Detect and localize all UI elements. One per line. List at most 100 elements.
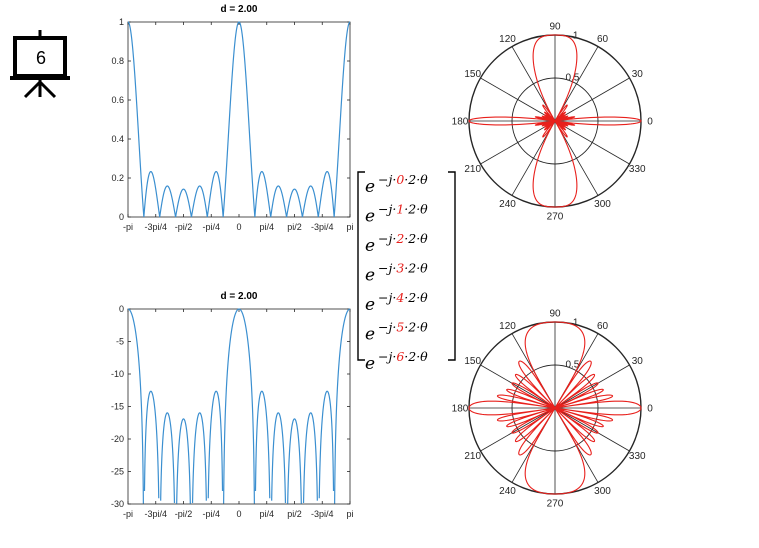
matrix-base: e: [365, 354, 375, 374]
polar-radius-label: 0.5: [565, 360, 579, 371]
matrix-base: e: [365, 325, 375, 345]
x-tick-label: -3pi/4: [311, 222, 334, 232]
exponent-prefix: −j·: [378, 231, 396, 246]
x-tick-label: -pi/2: [175, 509, 193, 519]
polar-spoke: [554, 364, 630, 409]
matrix-base: e: [365, 295, 375, 315]
element-index: 1: [396, 202, 404, 217]
x-tick-label: pi/4: [259, 222, 274, 232]
left-bracket: [357, 171, 365, 361]
y-tick-label: 0.2: [111, 173, 124, 183]
y-axis: 00.20.40.60.81: [111, 17, 350, 222]
polar-angle-label: 150: [464, 69, 481, 80]
x-tick-label: -3pi/4: [311, 509, 334, 519]
matrix-row: e−j·1·2·θ: [365, 202, 428, 227]
polar-angle-label: 90: [549, 309, 561, 320]
polar-angle-label: 210: [464, 451, 481, 462]
plot-frame: [127, 21, 351, 218]
polar-angle-label: 240: [499, 199, 516, 210]
y-tick-label: 0: [119, 212, 124, 222]
polar-angle-label: 0: [647, 404, 653, 415]
element-index: 5: [396, 320, 404, 335]
element-index: 4: [395, 290, 404, 305]
chart-title: d = 2.00: [221, 291, 258, 302]
x-tick-label: -pi/2: [175, 222, 193, 232]
polar-angle-label: 120: [499, 321, 516, 332]
steering-vector-matrix: e−j·0·2·θe−j·1·2·θe−j·2·2·θe−j·3·2·θe−j·…: [357, 171, 456, 374]
y-tick-label: -15: [111, 402, 124, 412]
polar-radius-label: 0.5: [565, 73, 579, 84]
array-factor-db-line: [127, 308, 351, 504]
y-axis: 0-5-10-15-20-25-30: [111, 304, 350, 509]
y-tick-label: -25: [111, 467, 124, 477]
presentation-board-icon[interactable]: 6: [10, 30, 70, 99]
matrix-exponent: −j·2·2·θ: [378, 231, 428, 246]
y-tick-label: 1: [119, 17, 124, 27]
matrix-row: e−j·4·2·θ: [365, 290, 428, 315]
polar-spoke: [480, 120, 556, 165]
x-tick-label: 0: [236, 222, 241, 232]
x-tick-label: -pi/4: [202, 509, 220, 519]
x-tick-label: pi: [346, 222, 353, 232]
y-tick-label: 0.6: [111, 95, 124, 105]
x-tick-label: pi/2: [287, 222, 302, 232]
chart-title: d = 2.00: [221, 4, 258, 15]
matrix-row: e−j·6·2·θ: [365, 349, 428, 374]
matrix-exponent: −j·6·2·θ: [378, 349, 428, 364]
x-tick-label: pi: [346, 509, 353, 519]
exponent-prefix: −j·: [378, 172, 396, 187]
polar-angle-label: 30: [632, 356, 644, 367]
polar-spoke: [480, 407, 556, 452]
polar-angle-label: 120: [499, 34, 516, 45]
x-tick-label: pi/2: [287, 509, 302, 519]
polar-angle-label: 300: [594, 199, 611, 210]
matrix-row: e−j·3·2·θ: [365, 261, 428, 286]
polar-pattern-line: [468, 34, 642, 208]
polar-pattern-line: [468, 321, 642, 495]
polar-angle-label: 60: [597, 321, 609, 332]
polar-spoke: [554, 77, 630, 122]
exponent-suffix: ·2·θ: [404, 349, 428, 364]
exponent-prefix: −j·: [378, 349, 396, 364]
array-factor-line: [127, 21, 351, 218]
element-index: 3: [396, 261, 404, 276]
exponent-suffix: ·2·θ: [404, 320, 428, 335]
polar-spoke: [554, 120, 630, 165]
exponent-prefix: −j·: [378, 290, 396, 305]
exponent-prefix: −j·: [378, 202, 396, 217]
matrix-row: e−j·0·2·θ: [365, 172, 428, 197]
polar-angle-label: 180: [452, 404, 469, 415]
exponent-suffix: ·2·θ: [404, 172, 428, 187]
slide-number: 6: [36, 48, 46, 68]
polar-angle-label: 0: [647, 117, 653, 128]
exponent-prefix: −j·: [378, 320, 396, 335]
y-tick-label: -5: [116, 337, 124, 347]
exponent-suffix: ·2·θ: [404, 231, 428, 246]
element-index: 2: [395, 231, 404, 246]
right-bracket: [448, 171, 456, 361]
polar-angle-label: 270: [547, 212, 564, 223]
x-tick-label: -pi: [123, 509, 133, 519]
matrix-base: e: [365, 266, 375, 286]
element-index: 0: [396, 172, 404, 187]
exponent-prefix: −j·: [378, 261, 396, 276]
exponent-suffix: ·2·θ: [404, 202, 428, 217]
polar-angle-label: 330: [629, 164, 646, 175]
y-tick-label: -20: [111, 434, 124, 444]
y-tick-label: 0.4: [111, 134, 124, 144]
polar-angle-label: 300: [594, 486, 611, 497]
y-tick-label: -10: [111, 369, 124, 379]
polar-angle-label: 180: [452, 117, 469, 128]
polar-angle-label: 60: [597, 34, 609, 45]
array-factor-db-chart: d = 2.00 0-5-10-15-20-25-30 -pi-3pi/4-pi…: [111, 291, 354, 519]
polar-angle-label: 330: [629, 451, 646, 462]
exponent-suffix: ·2·θ: [404, 261, 428, 276]
matrix-base: e: [365, 177, 375, 197]
x-tick-label: 0: [236, 509, 241, 519]
element-index: 6: [396, 349, 404, 364]
polar-angle-label: 210: [464, 164, 481, 175]
polar-spoke: [480, 77, 556, 122]
polar-spoke: [480, 364, 556, 409]
matrix-row: e−j·2·2·θ: [365, 231, 428, 256]
polar-radius-label: 1: [573, 30, 579, 41]
